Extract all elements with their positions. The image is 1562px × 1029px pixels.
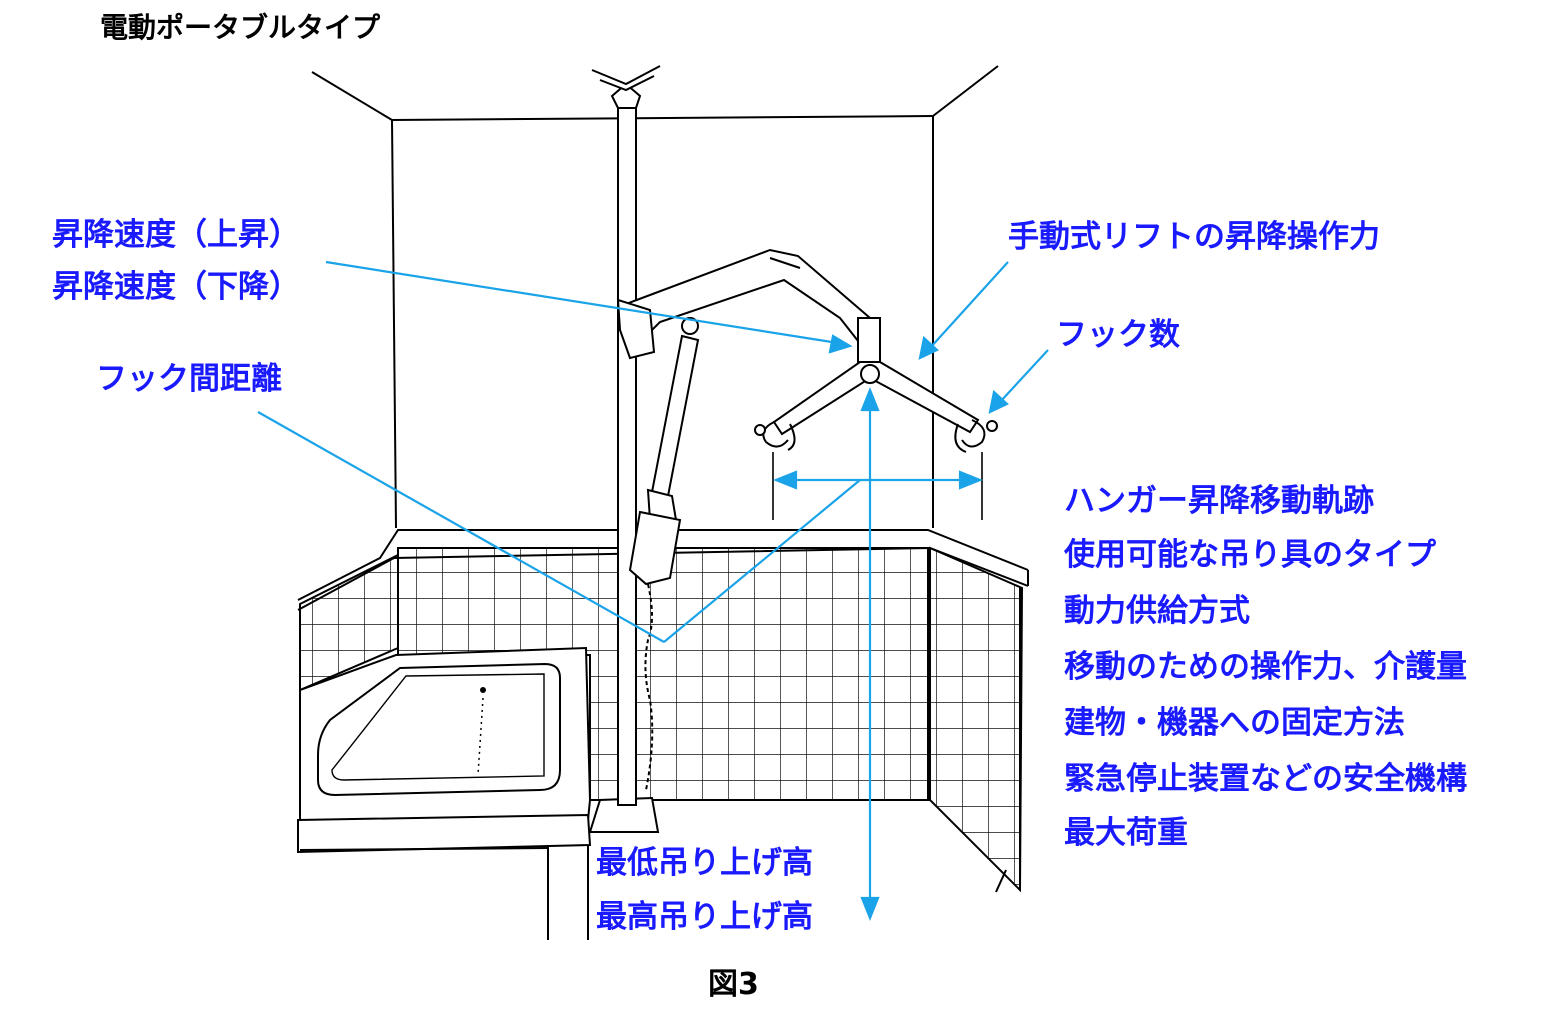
dimension-ticks xyxy=(772,452,983,520)
support-pole xyxy=(591,65,661,806)
bathtub xyxy=(297,646,592,940)
label-min-height: 最低吊り上げ高 xyxy=(596,845,813,881)
label-max-height: 最高吊り上げ高 xyxy=(596,899,813,935)
hanger-bar xyxy=(754,361,998,453)
label-hook-distance: フック間距離 xyxy=(96,361,282,397)
figure-title: 電動ポータブルタイプ xyxy=(100,11,381,44)
spec-item: 移動のための操作力、介護量 xyxy=(1064,649,1467,685)
label-speed-up: 昇降速度（上昇） xyxy=(52,217,300,253)
label-speed-down: 昇降速度（下降） xyxy=(52,269,300,305)
base-plate xyxy=(588,796,660,833)
spec-item: 最大荷重 xyxy=(1064,815,1188,851)
spec-item: 建物・機器への固定方法 xyxy=(1064,705,1405,741)
label-hook-count: フック数 xyxy=(1056,317,1180,353)
actuator xyxy=(628,317,700,791)
spec-item: ハンガー昇降移動軌跡 xyxy=(1064,483,1374,519)
room-outline xyxy=(311,65,999,529)
lift-arm xyxy=(616,248,881,363)
label-manual-force: 手動式リフトの昇降操作力 xyxy=(1008,219,1380,255)
leader-lines xyxy=(257,260,1049,921)
spec-item: 使用可能な吊り具のタイプ xyxy=(1064,537,1436,573)
spec-item: 緊急停止装置などの安全機構 xyxy=(1064,761,1467,797)
spec-item: 動力供給方式 xyxy=(1064,593,1250,629)
figure-caption: 図3 xyxy=(708,967,759,1002)
